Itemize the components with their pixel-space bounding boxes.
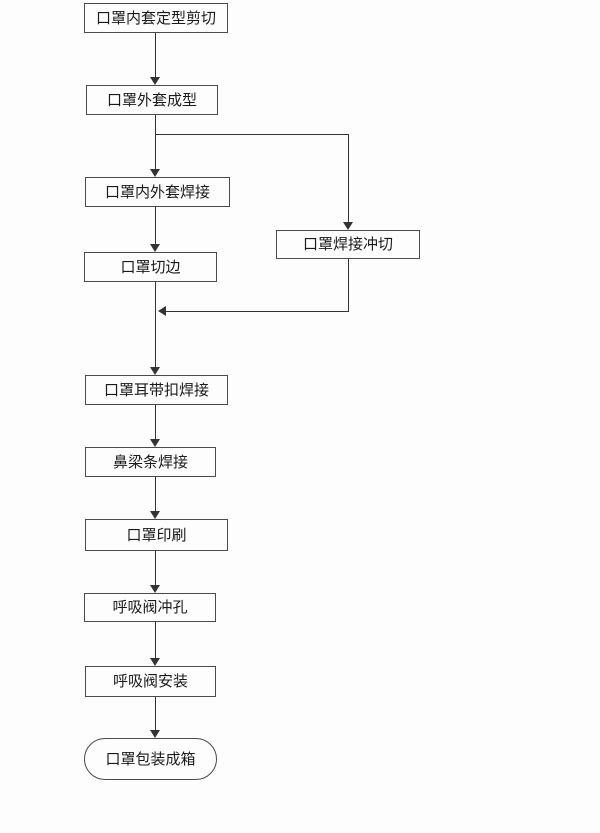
branch-line bbox=[155, 134, 349, 135]
flow-node-weld-punch-cut: 口罩焊接冲切 bbox=[276, 230, 420, 259]
flow-node-edge-trimming: 口罩切边 bbox=[84, 252, 217, 282]
flow-node-packing-into-boxes: 口罩包装成箱 bbox=[84, 738, 217, 780]
connector-line bbox=[155, 115, 156, 169]
branch-line bbox=[348, 259, 349, 312]
arrowhead-down-icon bbox=[150, 585, 160, 593]
flow-node-mask-printing: 口罩印刷 bbox=[85, 519, 228, 551]
flow-node-valve-punching: 呼吸阀冲孔 bbox=[84, 593, 216, 622]
connector-line bbox=[155, 282, 156, 367]
arrowhead-down-icon bbox=[150, 77, 160, 85]
connector-line bbox=[155, 551, 156, 585]
connector-line bbox=[155, 697, 156, 730]
flow-node-nose-bridge-welding: 鼻梁条焊接 bbox=[85, 447, 216, 477]
branch-line bbox=[348, 134, 349, 222]
arrowhead-down-icon bbox=[150, 367, 160, 375]
arrowhead-down-icon bbox=[150, 511, 160, 519]
connector-line bbox=[155, 405, 156, 439]
arrowhead-down-icon bbox=[343, 222, 353, 230]
arrowhead-left-icon bbox=[158, 306, 166, 316]
connector-line bbox=[155, 622, 156, 658]
flow-node-outer-cover-forming: 口罩外套成型 bbox=[86, 85, 218, 115]
flow-node-inner-cover-shaping-cut: 口罩内套定型剪切 bbox=[84, 3, 228, 33]
arrowhead-down-icon bbox=[150, 244, 160, 252]
flow-node-inner-outer-welding: 口罩内外套焊接 bbox=[85, 177, 230, 207]
arrowhead-down-icon bbox=[150, 658, 160, 666]
arrowhead-down-icon bbox=[150, 439, 160, 447]
flow-node-valve-assembly: 呼吸阀安装 bbox=[85, 666, 216, 697]
flow-node-ear-strap-buckle-welding: 口罩耳带扣焊接 bbox=[85, 375, 228, 405]
connector-line bbox=[155, 207, 156, 244]
connector-line bbox=[155, 33, 156, 77]
branch-return-line bbox=[166, 311, 349, 312]
connector-line bbox=[155, 477, 156, 511]
arrowhead-down-icon bbox=[150, 730, 160, 738]
arrowhead-down-icon bbox=[150, 169, 160, 177]
